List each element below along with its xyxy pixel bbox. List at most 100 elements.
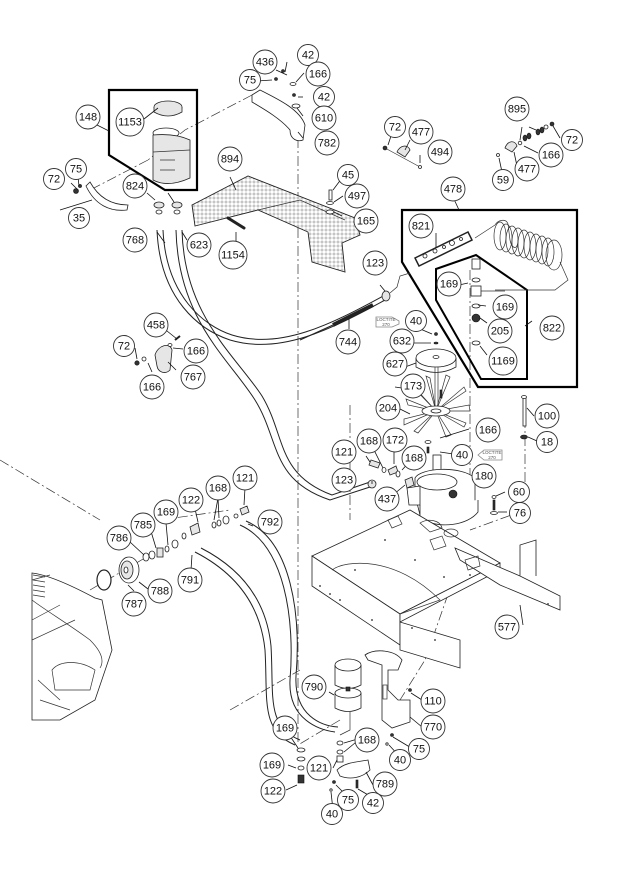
- callout-circle: [353, 208, 379, 234]
- callout-circle: [178, 487, 204, 513]
- callout-label: 173: [404, 381, 422, 393]
- callout-label: 148: [79, 112, 97, 124]
- callout-label: 824: [126, 181, 144, 193]
- callout-circle: [440, 176, 466, 202]
- callout-label: 168: [405, 453, 423, 465]
- callout-label: 110: [424, 696, 442, 708]
- callout-label: 168: [209, 483, 227, 495]
- callout-circle: [494, 614, 520, 640]
- callout-label: 437: [378, 494, 396, 506]
- callout-40: 40: [389, 749, 411, 771]
- callout-circle: [420, 714, 446, 740]
- callout-circle: [314, 130, 340, 156]
- callout-label: 42: [367, 798, 379, 810]
- callout-478: 478: [440, 176, 466, 202]
- callout-label: 632: [393, 336, 411, 348]
- callout-label: 123: [366, 258, 384, 270]
- callout-circle: [43, 168, 65, 190]
- callout-circle: [257, 509, 283, 535]
- callout-72: 72: [113, 335, 135, 357]
- loctite-tag-2-line2: 270: [488, 455, 496, 460]
- callout-label: 166: [542, 150, 560, 162]
- callout-circle: [68, 207, 90, 229]
- callout-label: 122: [182, 495, 200, 507]
- callout-circle: [306, 755, 332, 781]
- engine-outline: [31, 572, 113, 721]
- callout-circle: [186, 232, 212, 258]
- callout-label: 785: [134, 520, 152, 532]
- callout-label: 75: [244, 75, 256, 87]
- callout-770: 770: [420, 714, 446, 740]
- callout-circle: [272, 715, 298, 741]
- callout-circle: [205, 475, 231, 501]
- callout-59: 59: [492, 169, 514, 191]
- callout-circle: [405, 310, 427, 332]
- callout-label: 72: [566, 135, 578, 147]
- part-824-clamps: [153, 201, 183, 215]
- callout-label: 477: [518, 164, 536, 176]
- callout-787: 787: [121, 591, 147, 617]
- callout-18: 18: [536, 431, 558, 453]
- callout-circle: [384, 116, 406, 138]
- callout-label: 169: [157, 507, 175, 519]
- lower-fitting-stack: [296, 740, 344, 784]
- callout-circle: [337, 789, 359, 811]
- callout-circle: [372, 771, 398, 797]
- callout-744: 744: [335, 329, 361, 355]
- callout-label: 121: [335, 447, 353, 459]
- callout-786: 786: [106, 525, 132, 551]
- callout-label: 122: [264, 786, 282, 798]
- callout-circle: [427, 139, 453, 165]
- callout-label: 121: [236, 473, 254, 485]
- callout-789: 789: [372, 771, 398, 797]
- callout-894: 894: [217, 146, 243, 172]
- callout-label: 45: [342, 170, 354, 182]
- callout-label: 172: [386, 435, 404, 447]
- callout-497: 497: [344, 183, 370, 209]
- loctite-tag-2-line1: LOCTITE: [482, 450, 501, 455]
- callout-circle: [389, 749, 411, 771]
- callout-165: 165: [353, 208, 379, 234]
- callout-788: 788: [147, 578, 173, 604]
- callout-circle: [539, 315, 565, 341]
- callout-782: 782: [314, 130, 340, 156]
- callout-circle: [344, 183, 370, 209]
- callout-169: 169: [436, 271, 462, 297]
- leader-lines: [59, 61, 561, 811]
- callout-42: 42: [313, 86, 335, 108]
- callout-168: 168: [354, 727, 380, 753]
- callout-label: 782: [318, 138, 336, 150]
- callout-42: 42: [362, 792, 384, 814]
- part-790-filter: [334, 658, 362, 736]
- callout-circle: [374, 486, 400, 512]
- callout-label: 789: [376, 779, 394, 791]
- callout-circle: [475, 417, 501, 443]
- callout-label: 821: [412, 221, 430, 233]
- callout-label: 478: [444, 184, 462, 196]
- callout-168: 168: [205, 475, 231, 501]
- callout-circle: [408, 119, 434, 145]
- callout-circle: [297, 44, 319, 66]
- callout-821: 821: [408, 213, 434, 239]
- callout-label: 18: [541, 437, 553, 449]
- part-477-latch-left: [382, 145, 422, 169]
- callout-122: 122: [178, 487, 204, 513]
- callout-circle: [259, 752, 285, 778]
- callout-circle: [147, 578, 173, 604]
- callout-circle: [492, 169, 514, 191]
- callout-label: 180: [475, 471, 493, 483]
- callout-75: 75: [408, 738, 430, 760]
- callout-circle: [382, 351, 408, 377]
- callout-169: 169: [259, 752, 285, 778]
- callout-circle: [471, 463, 497, 489]
- callout-label: 165: [357, 216, 375, 228]
- callout-822: 822: [539, 315, 565, 341]
- part-789-bracket: [329, 759, 371, 792]
- callout-circle: [311, 105, 337, 131]
- callout-172: 172: [382, 427, 408, 453]
- callout-436: 436: [252, 49, 278, 75]
- callout-label: 577: [498, 622, 516, 634]
- callout-circle: [382, 427, 408, 453]
- part-821-fitting-bar: [413, 230, 474, 268]
